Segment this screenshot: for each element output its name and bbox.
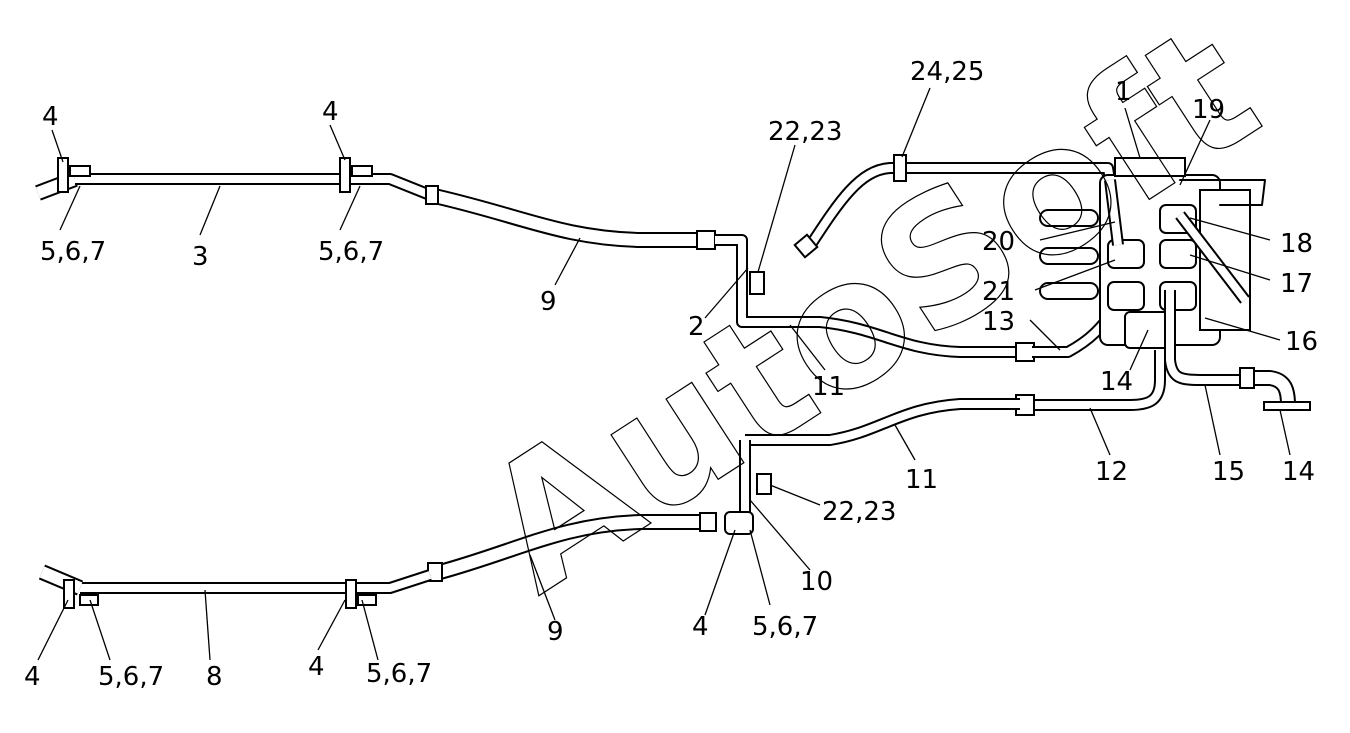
label: 1 (1115, 77, 1132, 107)
label: 4 (692, 612, 709, 642)
label: 8 (206, 662, 223, 692)
label: 18 (1280, 229, 1313, 259)
label: 5,6,7 (752, 612, 818, 642)
label: 2 (688, 312, 705, 342)
label: 11 (905, 465, 938, 495)
label: 5,6,7 (366, 659, 432, 689)
label: 14 (1282, 457, 1315, 487)
label: 9 (540, 287, 557, 317)
label: 5,6,7 (40, 237, 106, 267)
label: 24,25 (910, 57, 984, 87)
label: 16 (1285, 327, 1318, 357)
label: 21 (982, 277, 1015, 307)
label: 11 (812, 372, 845, 402)
label: 14 (1100, 367, 1133, 397)
part-labels: 4 4 5,6,7 3 5,6,7 9 22,23 2 11 24,25 1 1… (24, 57, 1318, 692)
label: 17 (1280, 269, 1313, 299)
label: 20 (982, 227, 1015, 257)
label: 3 (192, 242, 209, 272)
label: 4 (308, 652, 325, 682)
valve-block (1015, 157, 1311, 416)
upper-pipe-assembly (35, 157, 1127, 362)
label: 10 (800, 567, 833, 597)
leader-lines (37, 87, 1291, 661)
label: 4 (42, 102, 59, 132)
label: 15 (1212, 457, 1245, 487)
label: 4 (24, 662, 41, 692)
label: 5,6,7 (98, 662, 164, 692)
label: 4 (322, 97, 339, 127)
label: 22,23 (768, 117, 842, 147)
label: 5,6,7 (318, 237, 384, 267)
label: 12 (1095, 457, 1128, 487)
lower-pipe-assembly (38, 398, 1020, 609)
upper-line-24-25 (793, 154, 1116, 259)
label: 9 (547, 617, 564, 647)
label: 22,23 (822, 497, 896, 527)
label: 13 (982, 307, 1015, 337)
label: 19 (1192, 95, 1225, 125)
